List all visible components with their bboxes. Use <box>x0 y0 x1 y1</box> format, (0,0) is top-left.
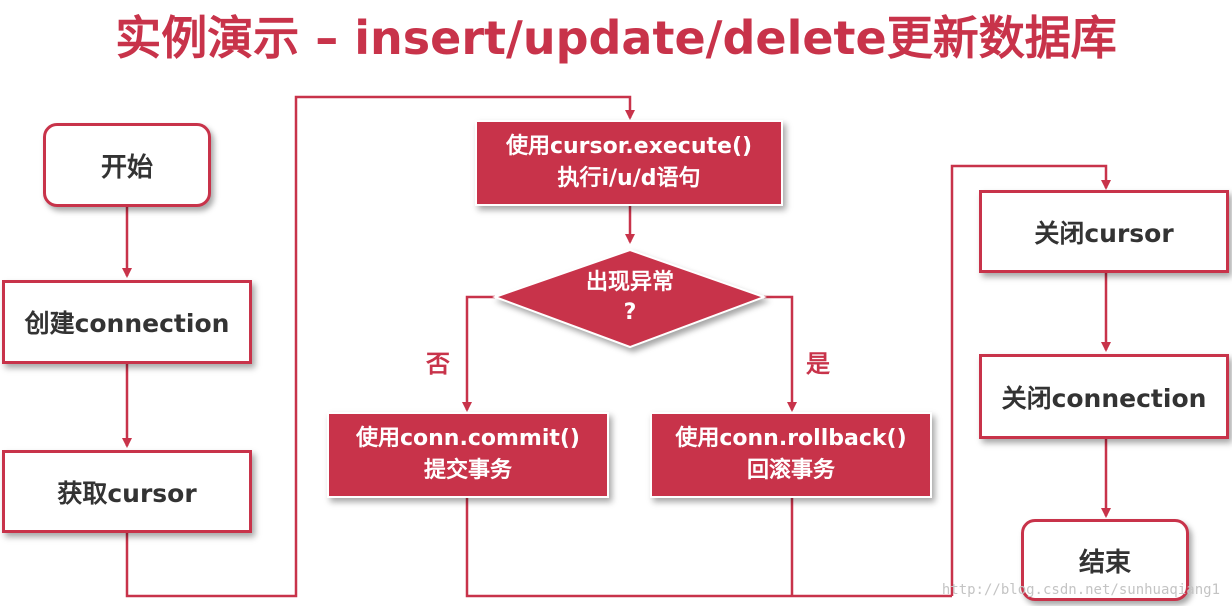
end-label: 结束 <box>1078 547 1131 578</box>
close-cursor-node: 关闭cursor <box>979 190 1229 273</box>
line-commit-to-bottom <box>465 498 952 598</box>
decision-label-line2: ? <box>623 300 637 325</box>
get-cursor-node: 获取cursor <box>2 450 252 533</box>
rollback-node: 使用conn.rollback() 回滚事务 <box>650 412 932 498</box>
rollback-label-line2: 回滚事务 <box>746 458 835 483</box>
commit-label-line1: 使用conn.commit() <box>355 426 580 451</box>
get-cursor-label: 获取cursor <box>57 478 197 508</box>
no-label: 否 <box>426 350 450 378</box>
execute-node: 使用cursor.execute() 执行i/u/d语句 <box>475 120 783 206</box>
arrow-diamond-to-rollback <box>764 295 797 412</box>
arrow-diamond-to-commit <box>462 295 495 412</box>
close-connection-label: 关闭connection <box>1001 383 1207 413</box>
create-connection-label: 创建connection <box>24 309 230 338</box>
arrow-bottom-to-close-cursor <box>950 164 1111 596</box>
commit-node: 使用conn.commit() 提交事务 <box>327 412 609 498</box>
decision-label-line1: 出现异常 <box>585 270 674 295</box>
yes-label: 是 <box>806 350 830 378</box>
create-connection-node: 创建connection <box>2 280 252 364</box>
execute-label-line2: 执行i/u/d语句 <box>557 166 701 191</box>
decision-label: 出现异常 ? <box>560 268 700 328</box>
end-node: 结束 <box>1021 519 1189 601</box>
arrow-cursor-to-execute <box>125 95 635 598</box>
rollback-label-line1: 使用conn.rollback() <box>675 426 907 451</box>
commit-label-line2: 提交事务 <box>423 458 512 483</box>
start-label: 开始 <box>100 152 153 183</box>
start-node: 开始 <box>43 123 211 207</box>
close-cursor-label: 关闭cursor <box>1034 218 1174 248</box>
decision-diamond <box>492 248 767 349</box>
execute-label-line1: 使用cursor.execute() <box>505 134 753 159</box>
slide-title: 实例演示 – insert/update/delete更新数据库 <box>115 11 1117 65</box>
close-connection-node: 关闭connection <box>979 354 1229 439</box>
watermark-text: http://blog.csdn.net/sunhuaqiang1 <box>941 582 1220 598</box>
